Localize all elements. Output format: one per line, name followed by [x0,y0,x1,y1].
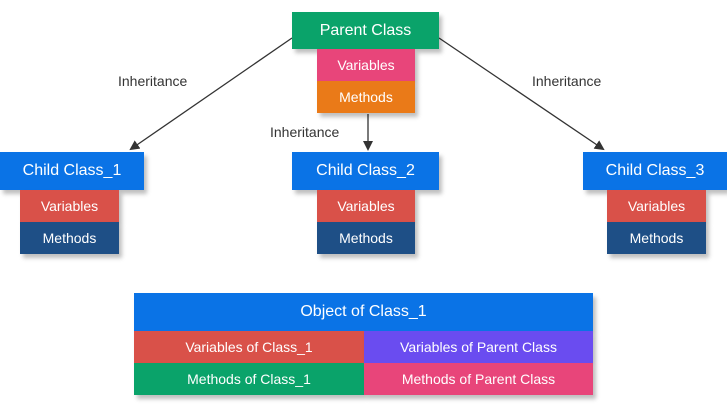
inheritance-label-left: Inheritance [118,73,188,89]
child-class-1-title: Child Class_1 [0,152,144,190]
child-class-2-title: Child Class_2 [292,152,439,190]
object-class1-title: Object of Class_1 [134,293,593,331]
object-variables-of-class1: Variables of Class_1 [134,331,364,363]
child-class-2-methods: Methods [317,222,415,254]
child-class-3-title: Child Class_3 [583,152,727,190]
parent-class-variables: Variables [317,49,415,81]
inheritance-label-right: Inheritance [532,73,602,89]
arrow-parent-to-child1 [129,37,293,151]
object-methods-of-class1: Methods of Class_1 [134,363,364,395]
parent-class-title: Parent Class [292,12,439,49]
child-class-3-methods: Methods [607,222,706,254]
child-class-2-variables: Variables [317,190,415,222]
object-variables-of-parent: Variables of Parent Class [364,331,593,363]
object-methods-of-parent: Methods of Parent Class [364,363,593,395]
parent-class-methods: Methods [317,81,415,113]
child-class-1-methods: Methods [20,222,119,254]
inheritance-label-middle: Inheritance [270,124,340,140]
child-class-1-variables: Variables [20,190,119,222]
child-class-3-variables: Variables [607,190,706,222]
arrow-parent-to-child3 [438,37,605,151]
